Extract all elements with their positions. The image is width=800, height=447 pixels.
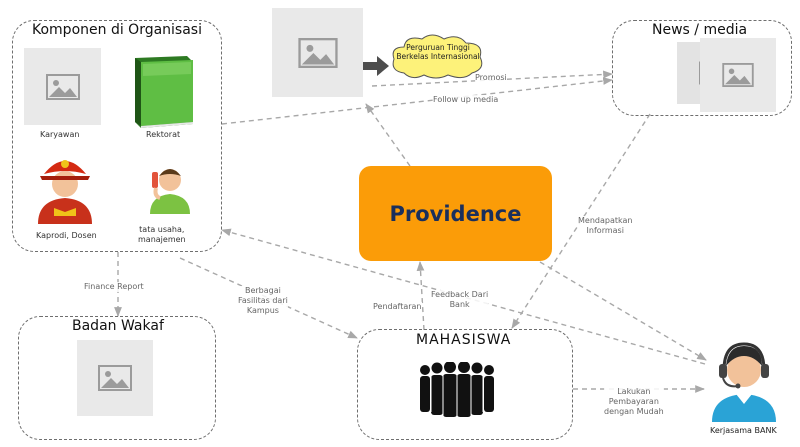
edge-label-feedback-bank: Feedback Dari Bank — [431, 290, 489, 310]
bank-label: Kerjasama BANK — [710, 426, 777, 435]
fasilitas-line-3: Kampus — [246, 306, 279, 315]
edge-label-fasilitas: Berbagai Fasilitas dari Kampus — [238, 286, 288, 316]
cloud-line-2: Berkelas Internasional — [396, 52, 480, 61]
arrow-right-icon — [363, 56, 389, 76]
group-mahasiswa — [357, 329, 573, 440]
informasi-line-1: Mendapatkan — [578, 216, 633, 225]
top-image — [272, 8, 363, 97]
cloud-label: Perguruan Tinggi Berkelas Internasional — [389, 43, 487, 61]
group-badan-wakaf-title: Badan Wakaf — [72, 318, 164, 334]
karyawan-image — [24, 48, 101, 125]
edge-label-follow-up-media: Follow up media — [433, 95, 499, 105]
crowd-icon — [420, 362, 494, 417]
group-news-media — [612, 20, 792, 116]
edge-label-promosi: Promosi — [475, 73, 507, 83]
kaprodi-label: Kaprodi, Dosen — [36, 231, 97, 240]
edge-follow-up-media — [221, 77, 613, 125]
fasilitas-line-1: Berbagai — [244, 286, 281, 295]
cloud-icon — [392, 34, 483, 79]
pembayaran-line-2: Pembayaran — [608, 397, 659, 406]
providence-title: Providence — [389, 201, 522, 226]
group-organisasi — [12, 20, 222, 252]
rektorat-label: Rektorat — [146, 130, 181, 139]
edge-label-pendaftaran: Pendaftaran — [373, 302, 422, 312]
feedback-line-1: Feedback Dari — [431, 290, 489, 299]
tata-usaha-line-2: manajemen — [138, 235, 186, 244]
image-placeholder-icon — [297, 37, 338, 68]
image-placeholder-icon — [45, 73, 80, 100]
group-news-media-title: News / media — [652, 22, 748, 38]
edge-label-pembayaran: Lakukan Pembayaran dengan Mudah — [604, 387, 664, 417]
group-badan-wakaf — [18, 316, 216, 440]
cloud-line-1: Perguruan Tinggi — [406, 43, 470, 52]
karyawan-label: Karyawan — [40, 130, 80, 139]
tata-usaha-label: tata usaha, manajemen — [138, 225, 186, 245]
firefighter-icon — [38, 160, 92, 224]
feedback-line-2: Bank — [449, 300, 470, 309]
book-icon — [135, 56, 193, 128]
edge-feedback-bank — [221, 228, 706, 365]
group-organisasi-title: Komponen di Organisasi — [32, 22, 202, 38]
image-placeholder-icon — [722, 63, 754, 87]
informasi-line-2: Informasi — [586, 226, 624, 235]
fasilitas-line-2: Fasilitas dari — [238, 296, 288, 305]
pembayaran-line-1: Lakukan — [617, 387, 651, 396]
image-placeholder-icon — [98, 365, 132, 391]
news-image-front — [700, 38, 776, 112]
badan-wakaf-image — [77, 340, 153, 416]
tata-usaha-line-1: tata usaha, — [139, 225, 185, 234]
edge-providence-to-cloud — [365, 103, 411, 167]
pembayaran-line-3: dengan Mudah — [604, 407, 664, 416]
group-mahasiswa-title: MAHASISWA — [416, 332, 512, 348]
edge-pendaftaran — [416, 261, 425, 331]
providence-node: Providence — [359, 166, 552, 261]
headset-agent-icon — [712, 342, 776, 422]
edge-label-finance-report: Finance Report — [84, 282, 144, 292]
edge-label-mendapatkan-informasi: Mendapatkan Informasi — [578, 216, 633, 236]
phone-person-icon — [150, 169, 190, 214]
